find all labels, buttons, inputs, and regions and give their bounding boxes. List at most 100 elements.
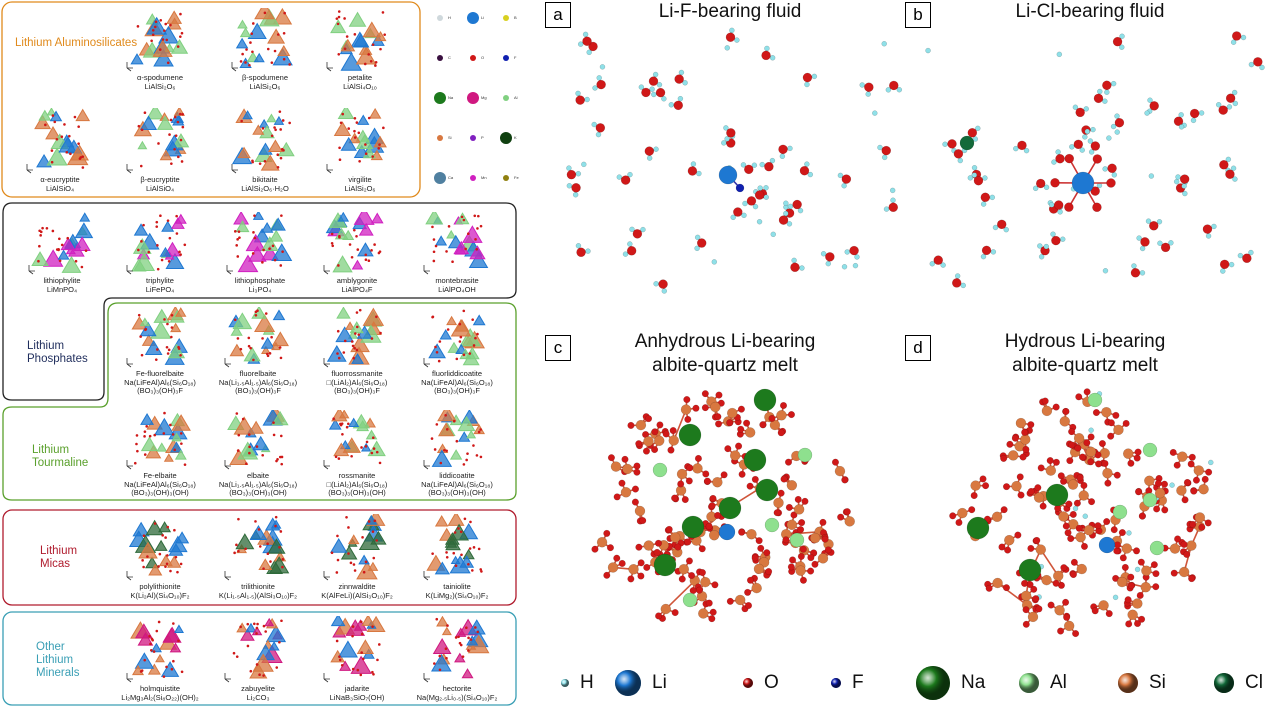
oxygen-atom bbox=[1068, 428, 1076, 436]
oxygen-atom bbox=[653, 548, 661, 557]
oxygen-atom bbox=[603, 529, 611, 537]
category-label-phosphates: Lithium Phosphates bbox=[27, 340, 88, 365]
oxygen-atom bbox=[1150, 561, 1158, 569]
oxygen-atom bbox=[1106, 178, 1116, 188]
panel-title-c-line1: Anhydrous Li-bearing bbox=[634, 331, 816, 352]
oxygen-atom bbox=[715, 391, 723, 399]
oxygen-atom bbox=[1083, 388, 1091, 396]
legend-label: Si bbox=[1149, 672, 1166, 693]
oxygen-atom bbox=[1022, 445, 1030, 454]
mineral-formula: Na(Li₁.₅Al₁.₅)Al₆(Si₆O₁₈) bbox=[218, 479, 298, 489]
hydrogen-atom bbox=[1139, 270, 1146, 276]
oxygen-atom bbox=[751, 554, 759, 562]
hydrogen-atom bbox=[1211, 223, 1217, 230]
oxygen-atom bbox=[591, 545, 599, 553]
oxygen-atom bbox=[726, 419, 734, 427]
hydrogen-atom bbox=[1173, 178, 1180, 185]
silicon-atom bbox=[620, 487, 632, 498]
oxygen-atom bbox=[735, 442, 743, 450]
oxygen-atom bbox=[714, 420, 723, 428]
crystal-structure-24 bbox=[126, 620, 185, 683]
oxygen-atom bbox=[618, 479, 626, 487]
hydrogen-atom bbox=[967, 175, 974, 181]
oxygen-atom bbox=[1104, 479, 1112, 487]
sodium-atom bbox=[966, 516, 990, 540]
hydrogen-atom bbox=[677, 95, 684, 102]
oxygen-atom bbox=[1173, 461, 1181, 469]
oxygen-atom bbox=[759, 421, 767, 429]
oxygen-atom bbox=[1219, 259, 1230, 270]
oxygen-atom bbox=[684, 538, 692, 546]
oxygen-atom bbox=[1091, 607, 1099, 615]
oxygen-atom bbox=[1094, 522, 1102, 530]
mineral-name: tainiolite bbox=[443, 582, 471, 591]
sodium-atom bbox=[678, 423, 702, 447]
silicon-atom bbox=[669, 532, 681, 543]
oxygen-atom bbox=[778, 215, 789, 225]
hydrogen-atom bbox=[742, 200, 748, 207]
oxygen-atom bbox=[644, 415, 653, 423]
hydrogen-atom bbox=[649, 86, 655, 92]
oxygen-atom bbox=[1112, 411, 1120, 419]
oxygen-atom bbox=[1035, 178, 1046, 189]
legend-label: F bbox=[852, 672, 864, 693]
crystal-structure-11 bbox=[423, 212, 489, 275]
silicon-atom bbox=[1059, 416, 1071, 427]
oxygen-atom bbox=[1067, 535, 1075, 543]
silicon-atom bbox=[1116, 576, 1128, 588]
element-key-label: O bbox=[481, 55, 485, 60]
oxygen-atom bbox=[1140, 237, 1150, 247]
hydrogen-atom bbox=[741, 212, 747, 219]
silicon-atom bbox=[1154, 487, 1166, 499]
mineral-formula-line2: (BO₃)₃(OH)₃(OH) bbox=[428, 488, 486, 497]
crystal-structure-4 bbox=[126, 108, 190, 174]
hydrogen-atom bbox=[980, 201, 987, 207]
oxygen-atom bbox=[1160, 242, 1171, 253]
element-key-ball-Mg bbox=[467, 92, 479, 104]
mineral-formula-line2: (BO₃)₃(OH)₃(OH) bbox=[328, 488, 386, 497]
oxygen-atom bbox=[698, 545, 706, 553]
aluminum-atom bbox=[789, 532, 805, 548]
silicon-atom bbox=[680, 404, 692, 415]
oxygen-atom bbox=[1183, 478, 1191, 487]
legend-ball-icon bbox=[1019, 673, 1039, 693]
oxygen-atom bbox=[949, 512, 957, 520]
hydrogen-atom bbox=[972, 136, 979, 142]
hydrogen-atom bbox=[616, 174, 623, 180]
oxygen-atom bbox=[695, 586, 703, 594]
legend-item-cl: Cl bbox=[1213, 668, 1263, 698]
aluminosilicates-frame bbox=[1, 1, 421, 198]
oxygen-atom bbox=[685, 557, 693, 565]
fluorine-atom bbox=[735, 183, 745, 193]
oxygen-atom bbox=[1002, 584, 1011, 592]
oxygen-atom bbox=[1041, 397, 1049, 405]
hydrogen-atom bbox=[957, 157, 964, 164]
element-key-ball-Ca bbox=[434, 172, 446, 184]
legend-item-si: Si bbox=[1117, 668, 1166, 698]
crystal-structure-2 bbox=[326, 10, 387, 72]
oxygen-atom bbox=[1105, 610, 1113, 618]
legend-ball-icon bbox=[743, 678, 753, 688]
oxygen-atom bbox=[1112, 36, 1123, 47]
mineral-formula: Li₂Mg₃Al₂(Si₈O₂₂)(OH)₂ bbox=[121, 692, 199, 702]
oxygen-atom bbox=[881, 145, 892, 156]
oxygen-atom bbox=[794, 495, 802, 504]
hydrogen-atom bbox=[1032, 185, 1039, 192]
mineral-formula: LiMnPO₄ bbox=[46, 284, 78, 294]
silicon-atom bbox=[1132, 598, 1143, 609]
oxygen-atom bbox=[779, 401, 788, 410]
silicon-atom bbox=[1198, 483, 1209, 495]
oxygen-atom bbox=[662, 430, 670, 438]
oxygen-atom bbox=[1218, 105, 1228, 115]
element-key-ball-Mn bbox=[470, 175, 476, 181]
hydrogen-atom bbox=[1111, 172, 1118, 178]
legend-ball-icon bbox=[916, 666, 950, 700]
mineral-name: hectorite bbox=[442, 684, 472, 693]
oxygen-atom bbox=[1173, 116, 1184, 127]
oxygen-atom bbox=[807, 554, 815, 562]
silicon-atom bbox=[773, 497, 784, 509]
silicon-atom bbox=[1193, 465, 1205, 476]
